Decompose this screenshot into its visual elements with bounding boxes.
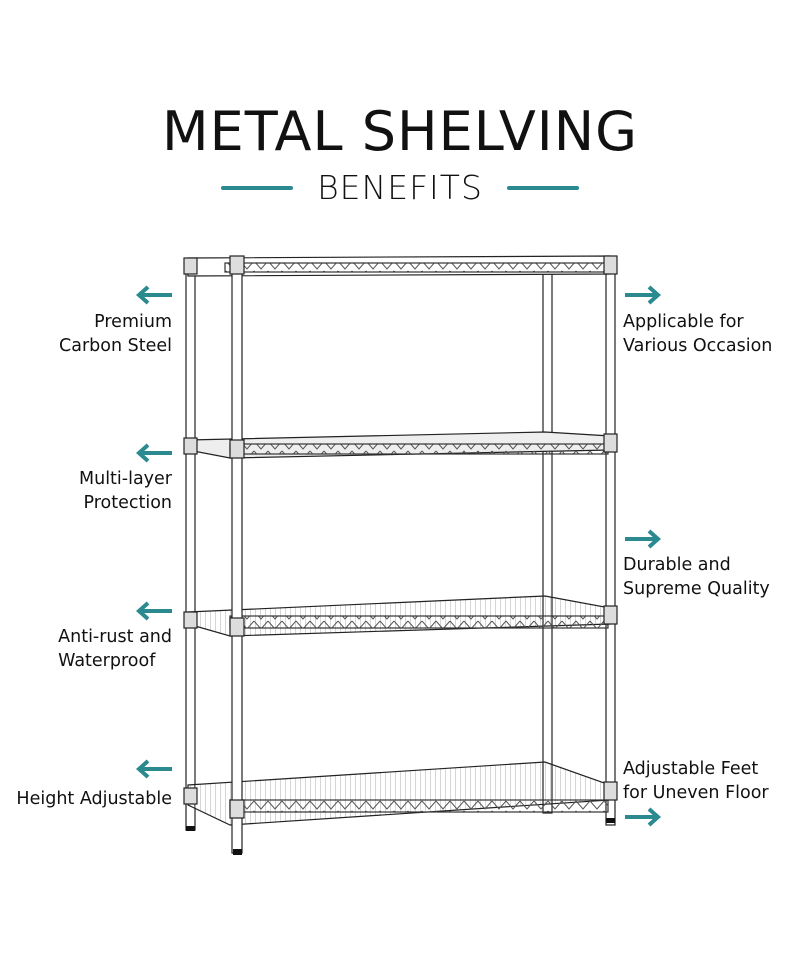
- page-subtitle: BENEFITS: [317, 168, 483, 207]
- benefit-multi-layer-protection: Multi-layer Protection: [79, 467, 172, 515]
- benefit-line: Protection: [83, 493, 172, 513]
- arrow-left-icon: [135, 443, 172, 463]
- benefit-line: Waterproof: [58, 651, 156, 671]
- arrow-right-icon: [625, 285, 662, 305]
- benefit-premium-carbon-steel: Premium Carbon Steel: [59, 310, 172, 358]
- benefit-line: Supreme Quality: [623, 579, 770, 599]
- page-title: METAL SHELVING: [162, 100, 638, 163]
- benefit-line: Multi-layer: [79, 469, 172, 489]
- arrow-left-icon: [135, 759, 172, 779]
- divider-right: [506, 185, 579, 190]
- benefit-anti-rust-waterproof: Anti-rust and Waterproof: [58, 625, 172, 673]
- arrow-right-icon: [625, 529, 662, 549]
- benefit-line: Various Occasion: [623, 336, 773, 356]
- arrow-left-icon: [135, 601, 172, 621]
- benefit-line: Adjustable Feet: [623, 759, 759, 779]
- benefit-height-adjustable: Height Adjustable: [16, 787, 172, 811]
- divider-left: [221, 185, 294, 190]
- shelving-unit-illustration: [183, 255, 618, 855]
- benefit-line: Durable and: [623, 555, 731, 575]
- benefit-line: Height Adjustable: [16, 789, 172, 809]
- arrow-left-icon: [135, 285, 172, 305]
- benefit-line: Anti-rust and: [58, 627, 172, 647]
- arrow-right-icon: [625, 807, 662, 827]
- subtitle-row: BENEFITS: [0, 168, 800, 207]
- benefit-line: Applicable for: [623, 312, 744, 332]
- benefit-adjustable-feet: Adjustable Feet for Uneven Floor: [623, 757, 769, 805]
- benefit-line: Premium: [94, 312, 172, 332]
- benefit-durable-supreme-quality: Durable and Supreme Quality: [623, 553, 770, 601]
- benefit-line: for Uneven Floor: [623, 783, 769, 803]
- benefit-applicable-various-occasion: Applicable for Various Occasion: [623, 310, 772, 358]
- benefit-line: Carbon Steel: [59, 336, 172, 356]
